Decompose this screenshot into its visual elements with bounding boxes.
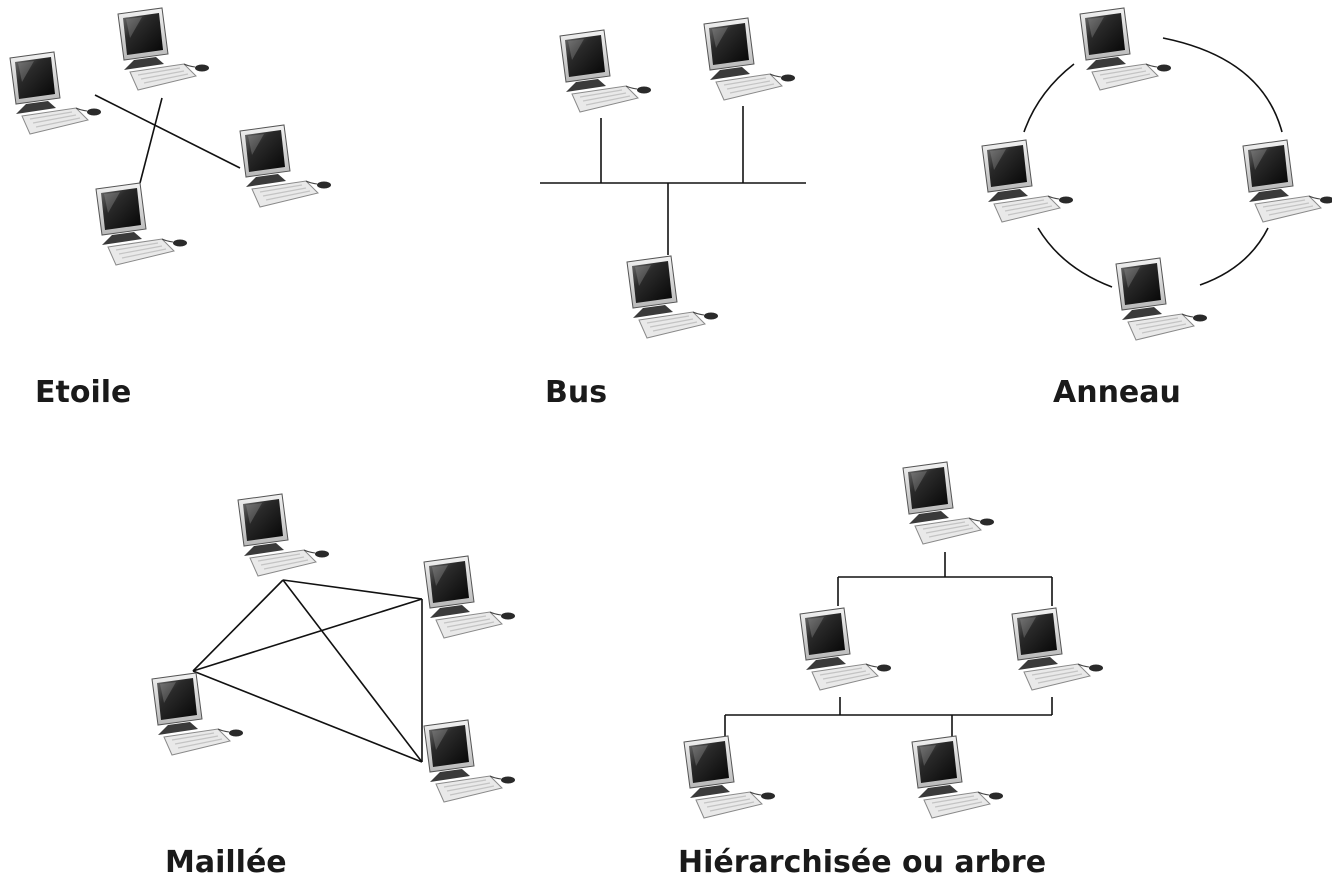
label-tree: Hiérarchisée ou arbre: [678, 845, 1047, 880]
computer-icon: [626, 255, 719, 339]
computer-icon: [423, 719, 516, 803]
topology-ring: [981, 7, 1332, 341]
computer-icon: [1242, 139, 1332, 223]
computer-icon: [559, 29, 652, 113]
computer-icon: [911, 735, 1004, 819]
label-mesh: Maillée: [165, 845, 287, 880]
topology-mesh: [151, 493, 516, 803]
label-bus: Bus: [545, 375, 608, 410]
computer-icon: [703, 17, 796, 101]
mesh-link-3: [282, 579, 423, 763]
computer-icon: [683, 735, 776, 819]
computer-icon: [239, 124, 332, 208]
ring-arc-top-left: [1023, 63, 1075, 133]
topology-bus: [540, 17, 806, 339]
mesh-link-1: [282, 579, 423, 600]
computer-icon: [981, 139, 1074, 223]
ring-arc-bottom-right: [1199, 227, 1269, 286]
computer-icon: [1011, 607, 1104, 691]
label-ring: Anneau: [1053, 375, 1181, 410]
computer-icon: [9, 51, 102, 135]
mesh-link-5: [192, 670, 423, 763]
mesh-link-2: [192, 579, 284, 672]
star-link-2: [139, 97, 163, 184]
ring-arc-bottom-left: [1037, 227, 1113, 288]
topology-star: [9, 7, 332, 266]
computer-icon: [423, 555, 516, 639]
star-link-1: [94, 94, 241, 169]
mesh-link-4: [192, 598, 423, 672]
ring-arc-top-right: [1162, 37, 1283, 133]
label-star: Etoile: [35, 375, 132, 410]
computer-icon: [117, 7, 210, 91]
topology-tree: [683, 461, 1104, 819]
computer-icon: [95, 182, 188, 266]
computer-icon: [1115, 257, 1208, 341]
computer-icon: [237, 493, 330, 577]
computer-icon: [799, 607, 892, 691]
computer-icon: [1079, 7, 1172, 91]
computer-icon: [902, 461, 995, 545]
